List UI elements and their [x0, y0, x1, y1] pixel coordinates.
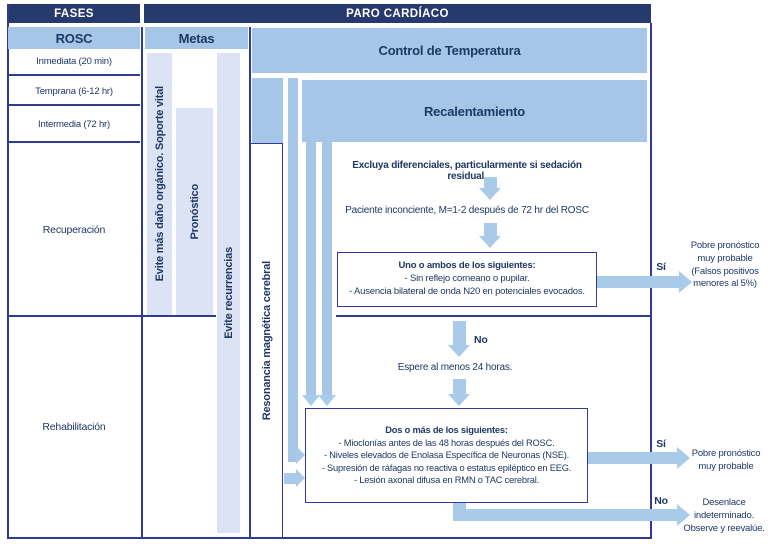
recuperacion-rehabilitacion-divider-right [336, 314, 651, 317]
phase-row-inmediata: Inmediata (20 min) [8, 49, 140, 76]
connector-c-arrowhead-icon [318, 395, 336, 406]
bar-pronostico-label: Pronóstico [188, 183, 201, 240]
box-resonancia-label: Resonancia magnética cerebral [260, 260, 273, 421]
flow-arrow-3-head-icon [448, 394, 470, 406]
espere-text: Espere al menos 24 horas. [397, 362, 513, 373]
decision-box-2-item: - Mioclonías antes de las 48 horas despu… [338, 437, 555, 448]
no-arrow-2-shaft [453, 509, 678, 521]
rosc-label: ROSC [55, 30, 93, 46]
phase-label: Temprana (6-12 hr) [35, 85, 113, 97]
si-label-1: Sí [656, 261, 666, 273]
flow-arrow-2-shaft [484, 223, 497, 237]
connector-a-arrowhead-icon [296, 446, 305, 464]
paro-cardiaco-header-bar: PARO CARDÍACO [144, 4, 651, 23]
bar-soporte-vital-label: Evite más daño orgánico. Soporte vital [153, 86, 166, 282]
si-arrow-1-shaft [597, 276, 680, 288]
decision-box-2-item: - Niveles elevados de Enolasa Específica… [323, 450, 570, 461]
flow-arrow-3-shaft [453, 379, 466, 395]
no-label-2: No [654, 495, 668, 507]
control-temperatura-bar: Control de Temperatura [252, 28, 647, 73]
phase-row-intermedia: Intermedia (72 hr) [8, 108, 140, 143]
decision-box-1-title: Uno o ambos de los siguientes: [398, 260, 536, 272]
no-arrow-1-shaft [453, 321, 466, 346]
connector-d-arrowhead-icon [296, 469, 305, 487]
phase-label: Inmediata (20 min) [36, 56, 112, 67]
connector-d-shaft [284, 473, 297, 484]
outcome-1-text: Pobre pronóstico muy probable (Falsos po… [690, 240, 760, 290]
decision-box-2-item: - Lesión axonal difusa en RMN o TAC cere… [354, 475, 539, 486]
decision-box-2-item: - Supresión de ráfagas no reactiva o est… [321, 462, 572, 473]
box-resonancia: Resonancia magnética cerebral [250, 143, 283, 538]
metas-label: Metas [178, 30, 215, 46]
control-temperatura-label: Control de Temperatura [378, 43, 521, 58]
phases-divider-line [141, 27, 143, 538]
decision-box-2-title: Dos o más de los siguientes: [385, 425, 508, 436]
recuperacion-rehabilitacion-divider-left [7, 314, 216, 317]
phase-row-recuperacion: Recuperación [8, 145, 140, 315]
bar-evite-recurrencias: Evite recurrencias [217, 53, 240, 533]
recalentamiento-label: Recalentamiento [423, 103, 526, 119]
flow-arrow-1-shaft [484, 177, 497, 189]
outcome-3-text: Desenlace indeterminado. Observe y reeva… [683, 497, 765, 534]
phase-row-temprana: Temprana (6-12 hr) [8, 79, 140, 106]
no-arrow-2-head-icon [677, 504, 690, 526]
recalentamiento-bar: Recalentamiento [302, 80, 647, 142]
metas-divider-line [248, 27, 251, 538]
fases-label: FASES [54, 7, 94, 20]
no-label-1: No [474, 334, 488, 346]
left-border-line [7, 4, 9, 539]
decision-box-1-item: - Ausencia bilateral de onda N20 en pote… [349, 285, 585, 297]
connector-c-vertical [322, 142, 332, 396]
no-arrow-1-head-icon [448, 345, 470, 357]
decision-box-2: Dos o más de los siguientes: - Mioclonía… [305, 408, 588, 503]
rosc-header: ROSC [8, 27, 140, 49]
excluya-text: Excluya diferenciales, particularmente s… [352, 160, 582, 182]
decision-box-1: Uno o ambos de los siguientes: - Sin ref… [337, 252, 597, 307]
outcome-2-text: Pobre pronóstico muy probable [691, 448, 761, 472]
phase-label: Recuperación [42, 224, 106, 236]
paro-cardiaco-label: PARO CARDÍACO [346, 7, 449, 20]
bar-pronostico: Pronóstico [176, 108, 213, 315]
flow-arrow-1-head-icon [479, 188, 501, 200]
phase-label: Rehabilitación [42, 421, 106, 433]
decision-box-1-item: - Sin reflejo corneano o pupilar. [404, 273, 530, 285]
si-arrow-2-head-icon [677, 447, 690, 469]
bar-soporte-vital: Evite más daño orgánico. Soporte vital [147, 53, 172, 315]
si-label-2: Sí [656, 438, 666, 450]
si-arrow-1-head-icon [679, 271, 692, 293]
phase-label: Intermedia (72 hr) [38, 119, 110, 130]
fases-header-bar: FASES [8, 4, 140, 23]
connector-b-vertical [306, 142, 316, 396]
control-connector-stripe [252, 78, 283, 143]
metas-header: Metas [145, 27, 248, 49]
bottom-border-line [7, 536, 652, 539]
phase-row-rehabilitacion: Rehabilitación [8, 317, 140, 537]
flow-arrow-2-head-icon [479, 236, 501, 248]
bar-evite-recurrencias-label: Evite recurrencias [222, 247, 235, 339]
connector-a-elbow [288, 450, 297, 462]
si-arrow-2-shaft [588, 452, 678, 464]
paciente-text: Paciente inconciente, M=1-2 después de 7… [345, 205, 589, 216]
connector-a-vertical [288, 78, 298, 462]
connector-b-arrowhead-icon [302, 395, 320, 406]
